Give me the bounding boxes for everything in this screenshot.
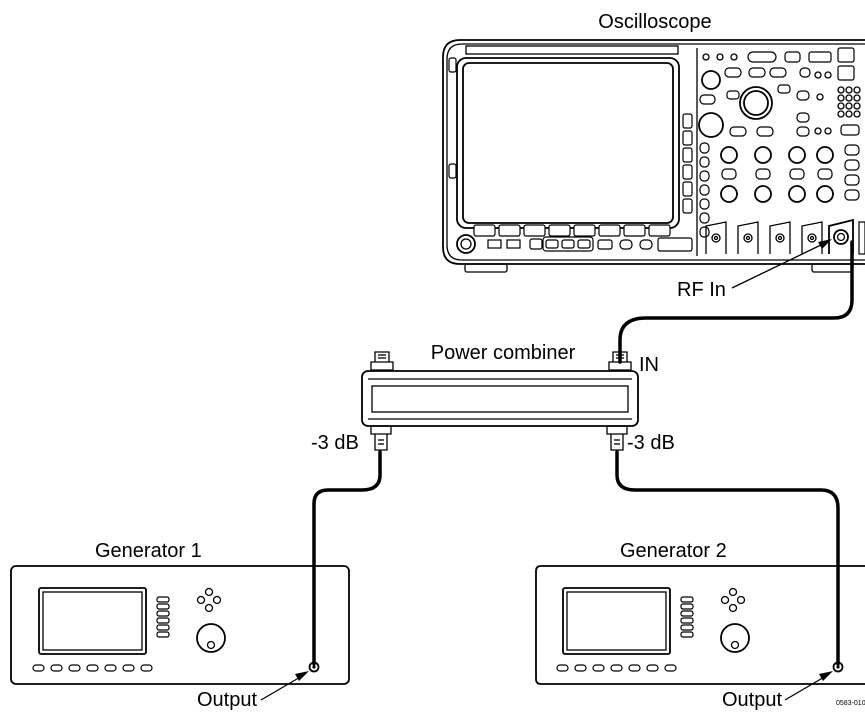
generator-2-icon (535, 565, 865, 685)
minus-3db-left-label: -3 dB (311, 432, 359, 454)
oscilloscope-icon (442, 39, 865, 273)
output-1-arrow-icon (260, 671, 309, 701)
in-port-label: IN (639, 354, 659, 376)
cable-generator2-to-combiner (615, 450, 840, 666)
output-1-label: Output (197, 689, 257, 711)
oscilloscope-label: Oscilloscope (598, 11, 711, 33)
cable-generator1-to-combiner (312, 450, 382, 666)
figure-id: 0583-010 (836, 700, 865, 707)
rf-in-arrow-icon (731, 239, 832, 289)
power-combiner-icon (361, 351, 639, 451)
output-2-label: Output (722, 689, 782, 711)
output-2-arrow-icon (784, 671, 833, 701)
rf-in-label: RF In (677, 279, 726, 301)
generator-2-label: Generator 2 (620, 540, 727, 562)
power-combiner-label: Power combiner (431, 342, 576, 364)
cable-oscilloscope-to-combiner (618, 240, 854, 364)
generator-1-label: Generator 1 (95, 540, 202, 562)
minus-3db-right-label: -3 dB (627, 432, 675, 454)
generator-1-icon (10, 565, 350, 685)
